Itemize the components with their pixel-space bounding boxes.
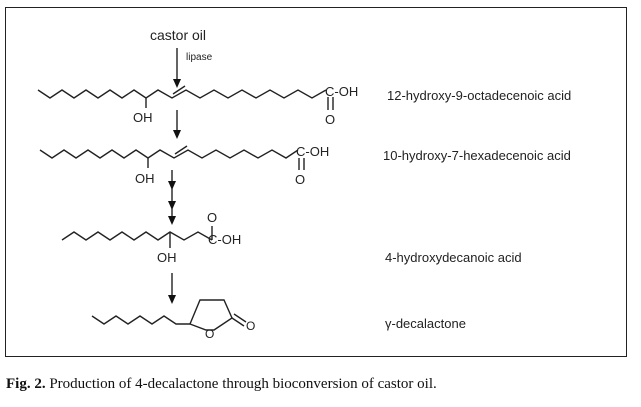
reaction-scheme: castor oil lipase OH C-OH O 12-hydroxy-9… xyxy=(37,27,571,341)
arrowhead-4 xyxy=(168,295,176,304)
arrowhead-2 xyxy=(173,130,181,139)
compound-2-carbonyl-o: O xyxy=(295,172,305,187)
compound-2-hydroxyl: OH xyxy=(135,171,155,186)
compound-2-acid-group: C-OH xyxy=(296,144,329,159)
compound-4-ring-o: O xyxy=(205,327,214,341)
figure-caption: Fig. 2. Production of 4-decalactone thro… xyxy=(6,376,437,393)
compound-2-structure xyxy=(39,145,305,170)
compound-4-exo-o: O xyxy=(246,319,255,333)
compound-1-carbonyl-o: O xyxy=(325,112,335,127)
arrowhead-3a xyxy=(168,181,176,190)
compound-3-acid-group: C-OH xyxy=(208,232,241,247)
compound-4-structure xyxy=(91,299,247,331)
caption-label: Fig. 2. xyxy=(6,376,46,392)
compound-3-name: 4-hydroxydecanoic acid xyxy=(385,250,522,265)
compound-1-hydroxyl: OH xyxy=(133,110,153,125)
lipase-label: lipase xyxy=(186,52,213,63)
arrowhead-3b xyxy=(168,201,176,210)
compound-4-name: γ-decalactone xyxy=(385,316,466,331)
compound-2-name: 10-hydroxy-7-hexadecenoic acid xyxy=(383,148,571,163)
castor-oil-label: castor oil xyxy=(150,27,206,43)
arrowhead-3c xyxy=(168,216,176,225)
compound-1-acid-group: C-OH xyxy=(325,84,358,99)
caption-text: Production of 4-decalactone through bioc… xyxy=(45,376,437,392)
compound-3-structure xyxy=(61,226,213,248)
arrowhead-1 xyxy=(173,79,181,88)
compound-3-carbonyl-o: O xyxy=(207,210,217,225)
compound-3-hydroxyl: OH xyxy=(157,250,177,265)
compound-1-structure xyxy=(37,85,334,110)
figure-frame xyxy=(5,7,627,357)
compound-1-name: 12-hydroxy-9-octadecenoic acid xyxy=(387,88,571,103)
